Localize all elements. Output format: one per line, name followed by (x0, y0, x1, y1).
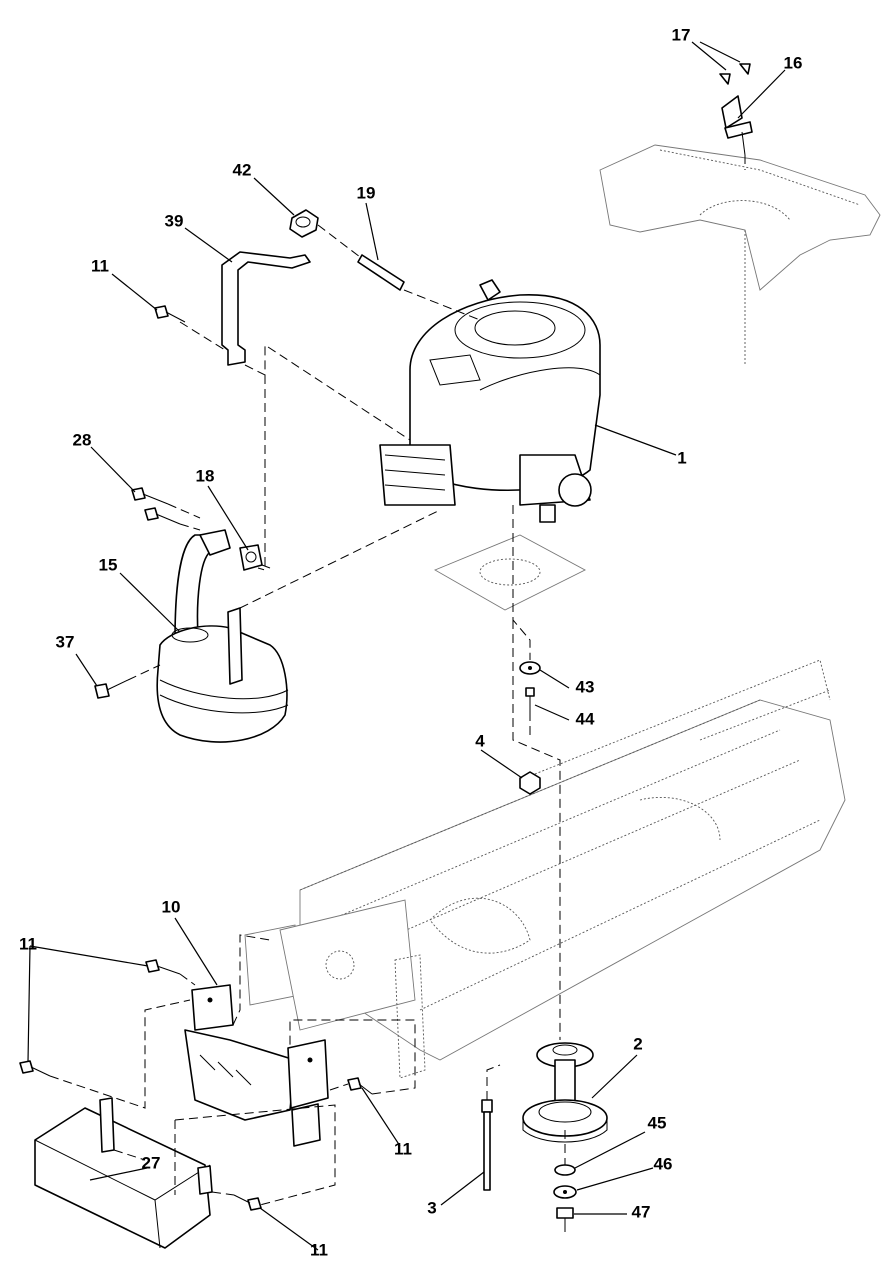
leader-lines (27, 41, 786, 1251)
spacer (289, 209, 319, 238)
callout-19: 19 (357, 183, 376, 202)
callout-17: 17 (672, 25, 691, 44)
engine-base-gasket (433, 534, 586, 611)
callouts: 17 16 42 19 39 11 1 28 18 15 37 43 44 4 … (19, 25, 802, 1259)
callout-42: 42 (233, 160, 252, 179)
callout-1: 1 (677, 448, 686, 467)
callout-11-upper: 11 (91, 256, 109, 275)
dash-panel (599, 144, 881, 365)
callout-28: 28 (73, 430, 92, 449)
callout-37: 37 (56, 632, 75, 651)
rod (481, 1099, 493, 1191)
exhaust-gasket (239, 544, 263, 571)
callout-16: 16 (784, 53, 803, 72)
pin (357, 254, 405, 291)
callout-4: 4 (475, 731, 485, 750)
nut (519, 771, 541, 795)
callout-15: 15 (99, 555, 118, 574)
callout-11-left: 11 (19, 934, 37, 953)
bolt-37 (94, 679, 129, 699)
callout-45: 45 (648, 1113, 667, 1132)
callout-46: 46 (654, 1154, 673, 1173)
callout-3: 3 (427, 1198, 436, 1217)
frame-chassis (244, 659, 846, 1079)
callout-11-right: 11 (394, 1139, 412, 1158)
heat-shield (34, 1097, 213, 1249)
throttle-control (719, 63, 753, 156)
bolts-28 (131, 487, 181, 525)
callout-43: 43 (576, 677, 595, 696)
pulley-hardware (553, 1164, 577, 1232)
shield-bracket (184, 984, 329, 1147)
callout-47: 47 (632, 1202, 651, 1221)
callout-2: 2 (633, 1034, 642, 1053)
muffler-bracket (221, 251, 311, 366)
bolts-lower (19, 959, 373, 1211)
washer-bolt-43-44 (519, 661, 541, 712)
callout-27: 27 (142, 1153, 161, 1172)
engine (379, 279, 601, 523)
callout-10: 10 (162, 897, 181, 916)
callout-18: 18 (196, 466, 215, 485)
bolt-upper (154, 305, 186, 323)
assembly-lines (49, 155, 746, 1206)
pulley (522, 1042, 608, 1143)
callout-44: 44 (576, 709, 595, 728)
callout-11-bottom: 11 (310, 1240, 328, 1259)
callout-39: 39 (165, 211, 184, 230)
muffler (156, 529, 289, 743)
